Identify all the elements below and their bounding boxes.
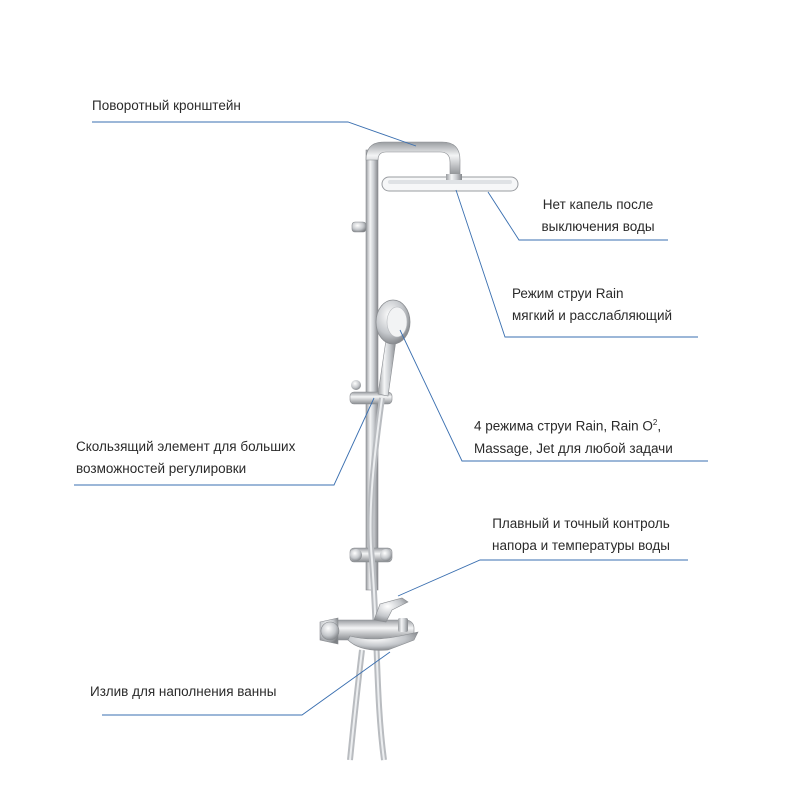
leader-rain-mode	[455, 189, 698, 338]
leader-hand-modes	[399, 329, 708, 462]
leader-control	[397, 559, 688, 597]
hand-shower-handle	[377, 339, 397, 397]
leader-spout	[102, 651, 391, 716]
leader-swivel	[92, 121, 417, 147]
label-no-drip: Нет капель после выключения воды	[541, 197, 655, 234]
mixer-lever	[373, 597, 409, 623]
label-control: Плавный и точный контроль напора и темпе…	[492, 516, 670, 553]
leader-slider	[74, 397, 375, 486]
label-rain-mode: Режим струи Rain мягкий и расслабляющий	[512, 286, 673, 323]
label-hand-shower-modes: 4 режима струи Rain, Rain O2, Massage, J…	[474, 418, 673, 456]
label-slider: Скользящий элемент для больших возможнос…	[76, 439, 296, 476]
swivel-arm	[365, 141, 461, 177]
leader-lines	[74, 121, 708, 716]
bath-spout	[347, 631, 419, 651]
label-swivel-bracket: Поворотный кронштейн	[92, 98, 241, 113]
leader-no-drip	[487, 191, 668, 241]
label-spout: Излив для наполнения ванны	[90, 684, 277, 699]
